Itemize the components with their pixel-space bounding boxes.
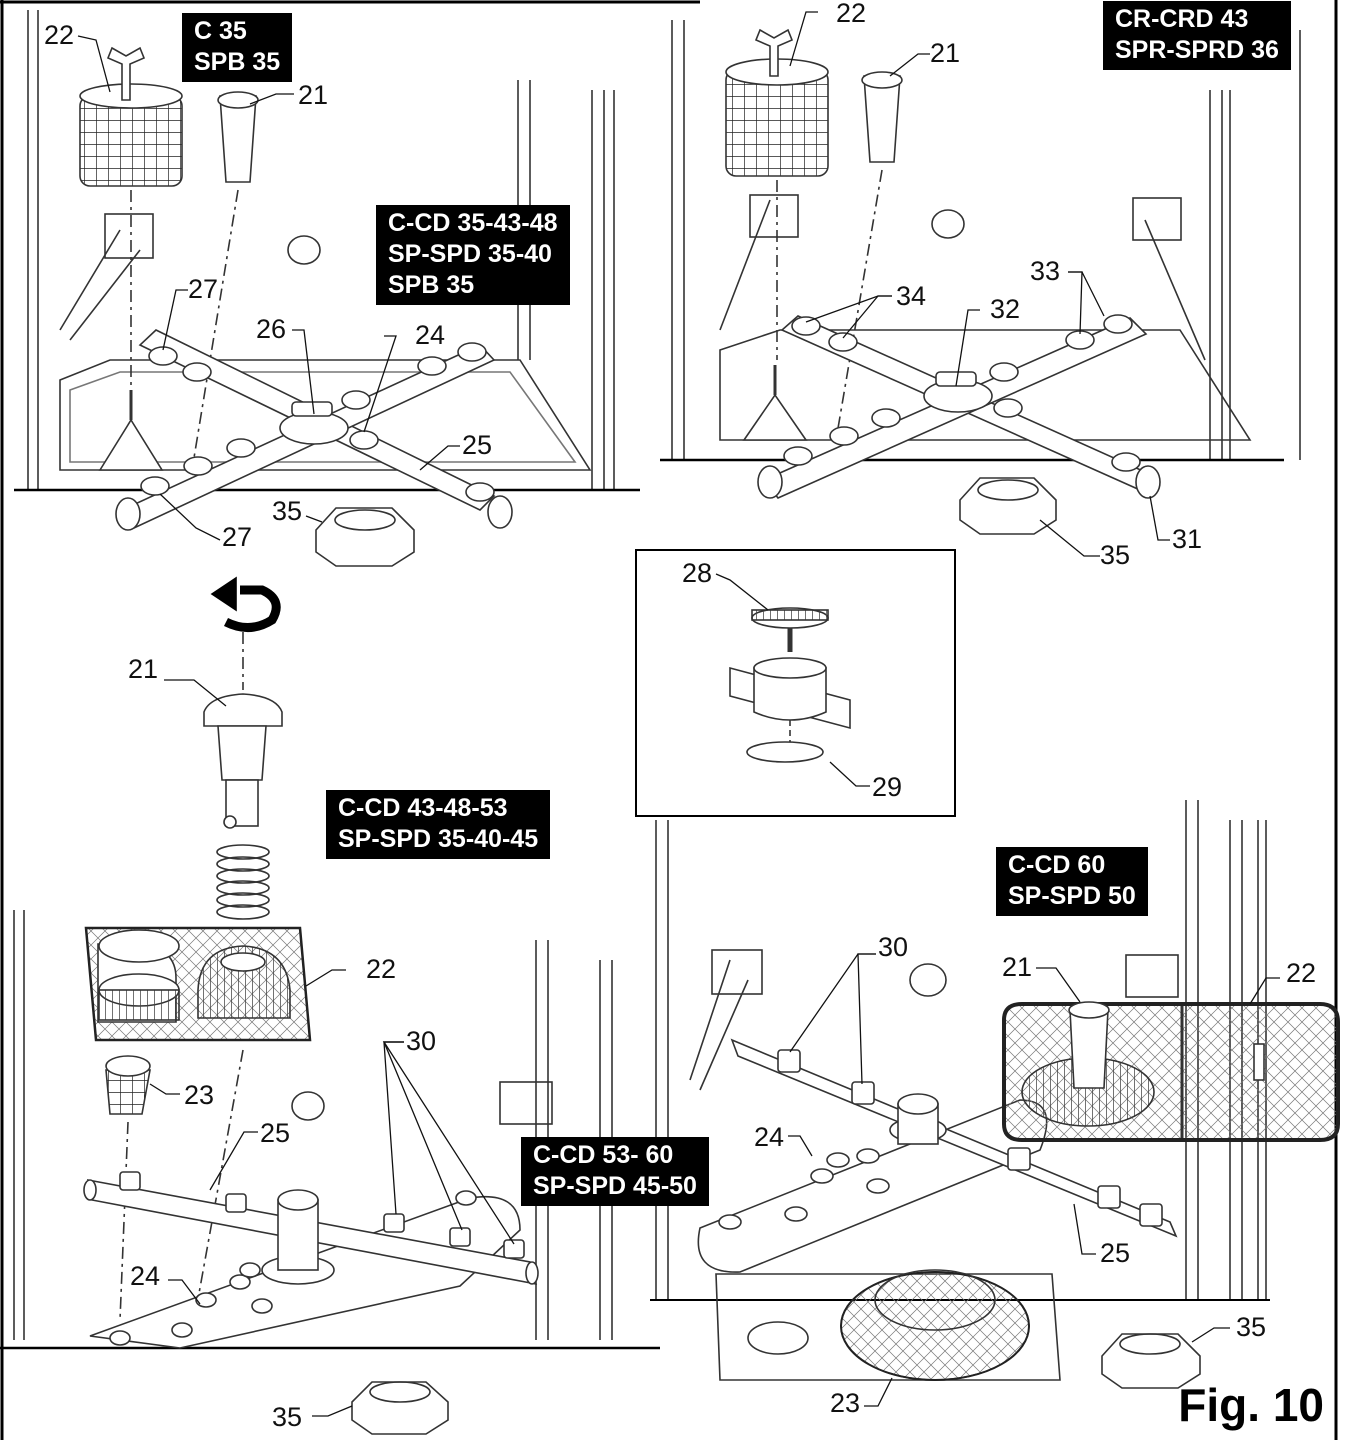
callout-21: 21 bbox=[930, 38, 961, 68]
callout-31: 31 bbox=[1172, 524, 1203, 554]
callout-21: 21 bbox=[298, 80, 329, 110]
callout-33: 33 bbox=[1030, 256, 1061, 286]
model-label: SPB 35 bbox=[194, 48, 281, 76]
model-label: C 35 bbox=[194, 17, 247, 45]
model-box-ccd35-43-48: C-CD 35-43-48 SP-SPD 35-40 SPB 35 bbox=[376, 205, 570, 305]
callout-29: 29 bbox=[872, 772, 903, 802]
callout-27: 27 bbox=[222, 522, 253, 552]
panel-top-right bbox=[660, 20, 1301, 535]
callout-27: 27 bbox=[188, 274, 219, 304]
model-label: C-CD 53- 60 bbox=[533, 1141, 674, 1169]
panel-inset bbox=[635, 549, 956, 817]
panel-bottom-left bbox=[0, 910, 660, 1435]
model-box-ccd43-48-53: C-CD 43-48-53 SP-SPD 35-40-45 bbox=[326, 790, 551, 859]
model-label: CR-CRD 43 bbox=[1115, 5, 1249, 33]
model-box-c35-spb35: C 35 SPB 35 bbox=[182, 13, 293, 82]
panel-middle-left bbox=[203, 576, 283, 920]
callout-35: 35 bbox=[1236, 1312, 1267, 1342]
model-label: SP-SPD 45-50 bbox=[533, 1172, 697, 1200]
model-label: SP-SPD 35-40-45 bbox=[338, 825, 539, 853]
callout-32: 32 bbox=[990, 294, 1021, 324]
callout-25: 25 bbox=[462, 430, 493, 460]
model-label: SP-SPD 35-40 bbox=[388, 240, 552, 268]
model-box-ccd53-60: C-CD 53- 60 SP-SPD 45-50 bbox=[521, 1137, 709, 1206]
callout-24: 24 bbox=[130, 1261, 161, 1291]
model-box-crcrd43: CR-CRD 43 SPR-SPRD 36 bbox=[1103, 1, 1291, 70]
callout-23: 23 bbox=[830, 1388, 861, 1418]
callout-22: 22 bbox=[836, 0, 867, 28]
callout-25: 25 bbox=[260, 1118, 291, 1148]
model-label: C-CD 60 bbox=[1008, 851, 1106, 879]
model-box-ccd60: C-CD 60 SP-SPD 50 bbox=[996, 847, 1148, 916]
callout-24: 24 bbox=[415, 320, 446, 350]
callout-25: 25 bbox=[1100, 1238, 1131, 1268]
callout-28: 28 bbox=[682, 558, 713, 588]
callout-21: 21 bbox=[128, 654, 159, 684]
callout-22: 22 bbox=[44, 20, 75, 50]
callout-26: 26 bbox=[256, 314, 287, 344]
callout-23: 23 bbox=[184, 1080, 215, 1110]
panel-bottom-right bbox=[650, 800, 1340, 1389]
model-label: SP-SPD 50 bbox=[1008, 882, 1136, 910]
callout-24: 24 bbox=[754, 1122, 785, 1152]
figure-label: Fig. 10 bbox=[1178, 1379, 1324, 1431]
model-label: SPB 35 bbox=[388, 271, 475, 299]
callout-22: 22 bbox=[1286, 958, 1317, 988]
callout-22: 22 bbox=[366, 954, 397, 984]
model-label: C-CD 35-43-48 bbox=[388, 209, 558, 237]
panel-top-left bbox=[14, 10, 640, 567]
callout-34: 34 bbox=[896, 281, 927, 311]
callout-30: 30 bbox=[406, 1026, 437, 1056]
callout-35: 35 bbox=[272, 1402, 303, 1432]
callout-30: 30 bbox=[878, 932, 909, 962]
model-label: SPR-SPRD 36 bbox=[1115, 36, 1279, 64]
callout-35: 35 bbox=[1100, 540, 1131, 570]
callout-35: 35 bbox=[272, 496, 303, 526]
leader-lines bbox=[77, 11, 1280, 1417]
callout-21: 21 bbox=[1002, 952, 1033, 982]
model-label: C-CD 43-48-53 bbox=[338, 794, 508, 822]
